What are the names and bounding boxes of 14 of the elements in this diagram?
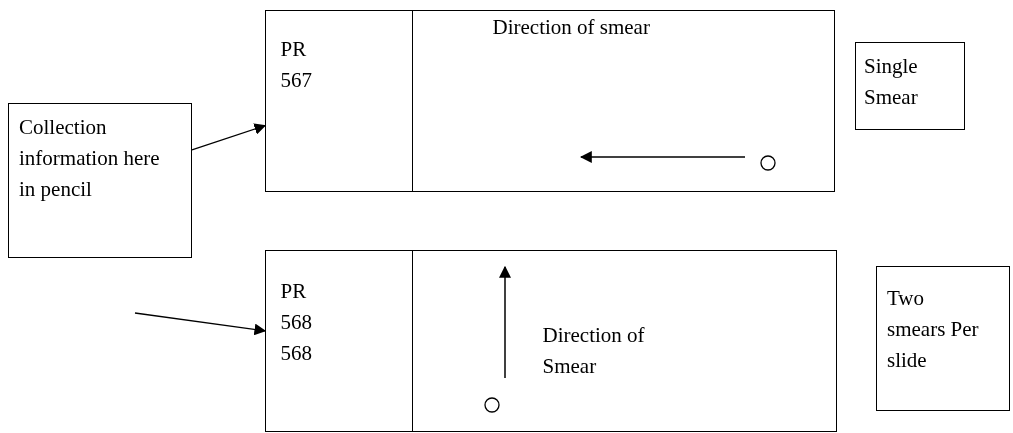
note-box xyxy=(876,266,1010,411)
slide-label: PR 568 568 xyxy=(280,277,313,367)
smear-direction-text: Direction of smear xyxy=(492,13,651,41)
slide-outline xyxy=(265,250,837,432)
slide-outline xyxy=(265,10,835,192)
note-text: Collection information here in pencil xyxy=(19,114,161,203)
arrow xyxy=(134,312,267,336)
note-text: Single Smear xyxy=(864,53,919,111)
slide-label: PR 567 xyxy=(280,35,313,94)
arrow xyxy=(191,123,267,151)
note-box xyxy=(8,103,192,258)
note-text: Two smears Per slide xyxy=(887,285,980,374)
smear-direction-text: Direction of Smear xyxy=(542,321,646,380)
note-box xyxy=(855,42,965,130)
